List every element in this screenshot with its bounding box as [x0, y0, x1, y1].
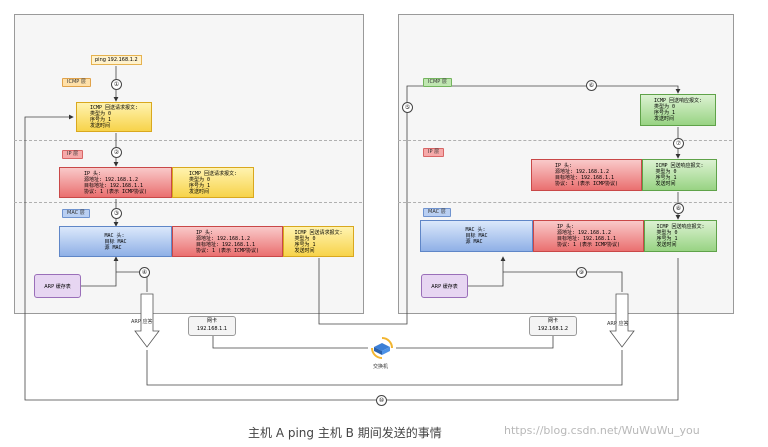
step-9: ⑨	[576, 267, 587, 278]
host-a-mac-ip-header: IP 头: 源地址: 192.168.1.2 目标地址: 192.168.1.1…	[172, 226, 283, 257]
host-a-arp-cache: ARP 缓存表	[34, 274, 81, 298]
step-8: ⑧	[673, 203, 684, 214]
step-7: ⑦	[673, 138, 684, 149]
host-b-separator-2	[398, 202, 732, 203]
host-a-ip-payload: ICMP 回送请求报文: 类型为 0 序号为 1 发送时间	[172, 167, 254, 198]
host-a-box	[14, 14, 364, 314]
step-1: ①	[111, 79, 122, 90]
step-4: ④	[139, 267, 150, 278]
host-a-ip-layer-tag: IP 层	[62, 150, 84, 159]
step-6: ⑥	[586, 80, 597, 91]
host-a-separator-2	[14, 202, 362, 203]
switch-label: 交换机	[373, 364, 389, 370]
host-b-mac-header: MAC 头: 目标 MAC 源 MAC	[420, 220, 533, 252]
host-b-separator-1	[398, 140, 732, 141]
arp-reply-arrow-a	[134, 293, 160, 348]
host-b-mac-layer-tag: MAC 层	[423, 208, 451, 217]
host-b-mac-payload: ICMP 回送响应报文: 类型为 0 序号为 1 发送时间	[644, 220, 717, 252]
host-a-nic: 网卡 192.168.1.1	[188, 316, 236, 336]
host-b-ip-payload: ICMP 回送响应报文: 类型为 0 序号为 1 发送时间	[642, 159, 717, 191]
host-a-icmp-layer-tag: ICMP 层	[62, 78, 91, 87]
step-2: ②	[111, 147, 122, 158]
host-a-separator-1	[14, 140, 362, 141]
host-b-icmp-layer-tag: ICMP 层	[423, 78, 452, 87]
host-b-mac-ip-header: IP 头: 源地址: 192.168.1.2 目标地址: 192.168.1.1…	[533, 220, 644, 252]
host-a-mac-header: MAC 头: 目标 MAC 源 MAC	[59, 226, 172, 257]
host-b-arp-reply-label: ARP 应答	[607, 321, 629, 327]
host-b-icmp-reply-box: ICMP 回送响应报文: 类型为 0 序号为 1 发送时间	[640, 94, 716, 126]
host-b-arp-cache: ARP 缓存表	[421, 274, 468, 298]
host-a-mac-payload: ICMP 回送请求报文: 类型为 0 序号为 1 发送时间	[283, 226, 354, 257]
host-b-ip-header: IP 头: 源地址: 192.168.1.2 目标地址: 192.168.1.1…	[531, 159, 642, 191]
figure-caption: 主机 A ping 主机 B 期间发送的事情	[248, 426, 442, 440]
watermark: https://blog.csdn.net/WuWuWu_you	[504, 424, 700, 437]
host-b-ip-layer-tag: IP 层	[423, 148, 445, 157]
arp-reply-arrow-b	[609, 293, 635, 348]
host-a-ip-header: IP 头: 源地址: 192.168.1.2 目标地址: 192.168.1.1…	[59, 167, 172, 198]
switch-icon	[369, 336, 395, 360]
step-10: ⑩	[376, 395, 387, 406]
host-a-mac-layer-tag: MAC 层	[62, 209, 90, 218]
step-3: ③	[111, 208, 122, 219]
host-a-icmp-request-box: ICMP 回送请求报文: 类型为 0 序号为 1 发送时间	[76, 102, 152, 132]
ping-command: ping 192.168.1.2	[91, 55, 142, 65]
step-5: ⑤	[402, 102, 413, 113]
host-a-arp-reply-label: ARP 应答	[131, 319, 153, 325]
host-b-nic: 网卡 192.168.1.2	[529, 316, 577, 336]
